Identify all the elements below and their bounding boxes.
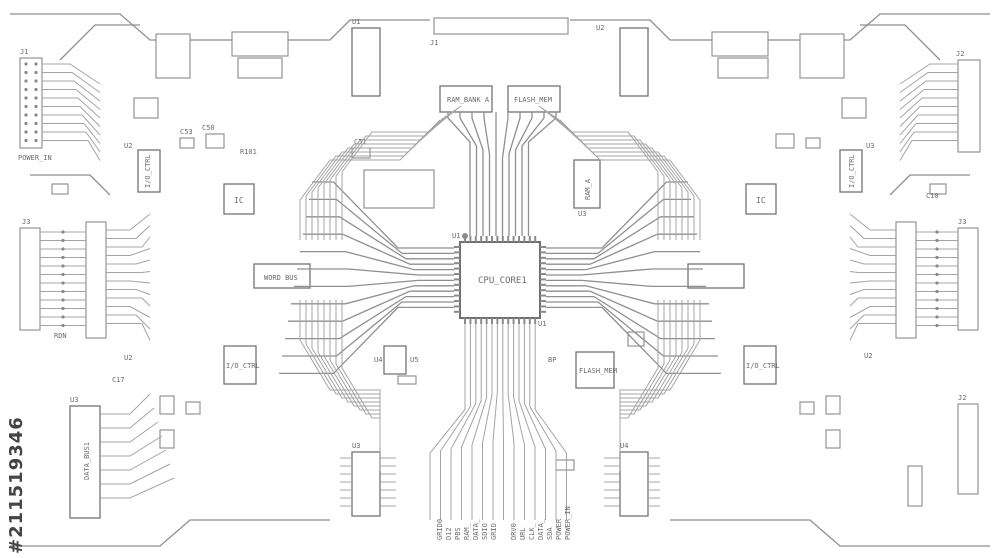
chip-u1-top: U1 bbox=[351, 18, 381, 97]
label-io-ctrl-tr: I/O_CTRL bbox=[848, 154, 856, 188]
label-u2-mr: U2 bbox=[864, 352, 872, 360]
chip-ic-left: IC bbox=[223, 183, 255, 215]
bottom-signal-label: GRID bbox=[490, 523, 498, 540]
label-j1-top: J1 bbox=[430, 39, 438, 47]
bottom-signal-label: DATA_ bbox=[537, 518, 545, 540]
bottom-signal-label: SDIO bbox=[481, 523, 489, 540]
label-cpu: CPU_CORE1 bbox=[478, 276, 527, 286]
bottom-signal-label: POWER_IN bbox=[564, 506, 572, 540]
chip-u4-mid: U4 U5 bbox=[374, 345, 418, 375]
bottom-signal-label: SDA bbox=[546, 527, 554, 540]
stock-id-watermark: #211519346 bbox=[6, 416, 27, 554]
header-j2-right-low: J2 bbox=[957, 394, 979, 495]
chip-flash-mem-mid: FLASH_MEM bbox=[575, 351, 617, 389]
label-u4-mid: U4 bbox=[374, 356, 382, 364]
label-c53: C53 bbox=[180, 128, 193, 136]
label-r101: R101 bbox=[240, 148, 257, 156]
dip-strip-right bbox=[687, 263, 745, 289]
bottom-signal-label: D12 bbox=[445, 527, 453, 540]
bottom-signal-label: POWER bbox=[555, 518, 563, 540]
chip-io-ctrl-bottom-left: I/O_CTRL bbox=[223, 345, 260, 385]
chip-ram-small: RAM_A U3 bbox=[573, 159, 601, 218]
header-j1-left: J1 POWER_IN bbox=[18, 48, 52, 162]
header-j2-right: J2 bbox=[956, 50, 981, 153]
outer-frame-traces bbox=[10, 13, 990, 547]
bottom-signal-label: GRID0 bbox=[436, 519, 444, 540]
label-ram-small: RAM_A bbox=[584, 178, 592, 200]
connector-j1-top: J1 RAM_BANK A FLASH_MEM bbox=[430, 17, 569, 113]
chip-cpu-core: CPU_CORE1 U1 U1 bbox=[452, 232, 546, 328]
chip-io-ctrl-top-left: I/O_CTRL U2 bbox=[124, 142, 161, 193]
label-j3-right: J3 bbox=[958, 218, 966, 226]
label-ic-left: IC bbox=[234, 196, 244, 205]
bottom-signal-label: PBS bbox=[454, 527, 462, 540]
bottom-signal-label: CLK_ bbox=[528, 522, 536, 540]
header-j3-right: J3 bbox=[895, 218, 979, 339]
dip-strip-left: WORD BUS bbox=[253, 263, 311, 289]
chip-u2-top: U2 bbox=[596, 24, 649, 97]
pad-grid-top-right bbox=[711, 31, 845, 79]
label-u2-tl: U2 bbox=[124, 142, 132, 150]
bottom-signal-label: URL bbox=[519, 527, 527, 540]
chip-io-ctrl-top-right: I/O_CTRL U3 bbox=[839, 142, 874, 193]
bottom-signal-label: RAM_ bbox=[463, 522, 471, 540]
label-c50: C50 bbox=[202, 124, 215, 132]
label-u1-cpu-b: U1 bbox=[538, 320, 546, 328]
label-u2-ml: U2 bbox=[124, 354, 132, 362]
label-ram-bank: RAM_BANK A bbox=[447, 96, 490, 104]
label-io-ctrl-bl: I/O_CTRL bbox=[226, 362, 260, 370]
bottom-signal-label: DATA_ bbox=[472, 518, 480, 540]
label-flash-mem-mid: FLASH_MEM bbox=[579, 367, 617, 375]
label-u3-bc: U3 bbox=[352, 442, 360, 450]
label-power-in: POWER_IN bbox=[18, 154, 52, 162]
label-j1-left: J1 bbox=[20, 48, 28, 56]
label-u1-top: U1 bbox=[352, 18, 360, 26]
label-c10: C10 bbox=[926, 192, 939, 200]
label-rdn: RDN bbox=[54, 332, 67, 340]
chip-io-ctrl-bottom-right: I/O_CTRL bbox=[743, 345, 780, 385]
label-u3-tr: U3 bbox=[866, 142, 874, 150]
chip-data-bus: DATA_BUS1 U3 bbox=[69, 396, 101, 519]
label-u3-bl: U3 bbox=[70, 396, 78, 404]
label-data-bus: DATA_BUS1 bbox=[83, 442, 91, 480]
label-u4-bc: U4 bbox=[620, 442, 628, 450]
chip-u3-bottom-center: U3 bbox=[351, 442, 381, 517]
label-j2-right: J2 bbox=[956, 50, 964, 58]
label-c17: C17 bbox=[112, 376, 125, 384]
signal-traces bbox=[40, 63, 958, 520]
label-j2-right-low: J2 bbox=[958, 394, 966, 402]
label-u5-mid: U5 bbox=[410, 356, 418, 364]
label-io-ctrl-tl: I/O_CTRL bbox=[144, 154, 152, 188]
label-c51: C51 bbox=[354, 138, 367, 146]
label-u1-cpu: U1 bbox=[452, 232, 460, 240]
chip-u4-bottom-center: U4 bbox=[619, 442, 649, 517]
label-u2-top: U2 bbox=[596, 24, 604, 32]
label-io-ctrl-br: I/O_CTRL bbox=[746, 362, 780, 370]
label-word-bus: WORD BUS bbox=[264, 274, 298, 282]
label-bp: BP bbox=[548, 356, 556, 364]
small-components: C50 C51 C53 C17 C10 R101 RDN BP U2 U2 bbox=[51, 97, 947, 507]
bottom-signal-label: DRV0 bbox=[510, 523, 518, 540]
label-u3-mid: U3 bbox=[578, 210, 586, 218]
pad-grid-top-left bbox=[155, 31, 289, 79]
label-j3-left: J3 bbox=[22, 218, 30, 226]
chip-ic-right: IC bbox=[745, 183, 777, 215]
label-flash-mem-top: FLASH_MEM bbox=[514, 96, 552, 104]
label-ic-right: IC bbox=[756, 196, 766, 205]
header-j3-left: J3 bbox=[19, 218, 107, 339]
